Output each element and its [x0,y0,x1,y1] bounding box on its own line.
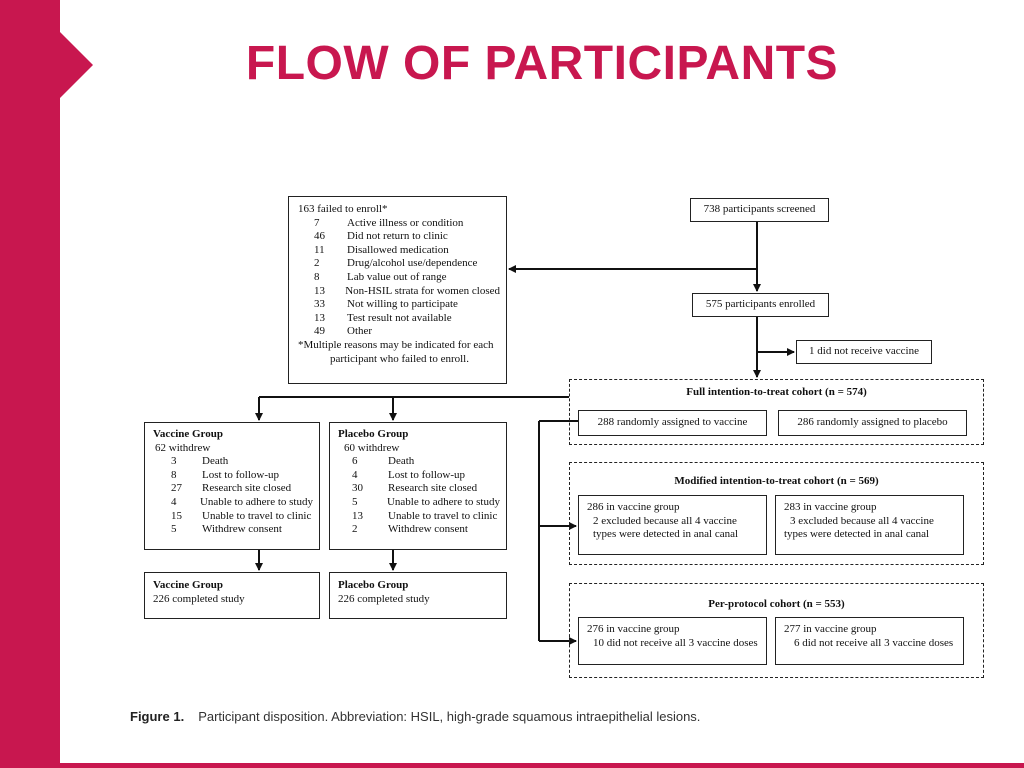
placebo-group-title: Placebo Group [338,428,409,440]
mitt-right-count: 283 in vaccine group [784,501,877,513]
vaccine-completed-title: Vaccine Group [153,579,223,591]
mitt-cohort-title: Modified intention-to-treat cohort (n = … [674,475,879,487]
accent-bottom-rule [60,763,1024,768]
pp-right-missed: 6 did not receive all 3 vaccine doses [794,636,954,649]
vaccine-completed-box: Vaccine Group 226 completed study [144,572,320,619]
figure-caption: Figure 1. Participant disposition. Abbrev… [130,709,700,724]
mitt-left-reason: types were detected in anal canal [593,528,739,541]
failed-header: 163 failed to enroll* [298,203,388,215]
itt-placebo-box: 286 randomly assigned to placebo [778,410,967,436]
vaccine-group-title: Vaccine Group [153,428,223,440]
pp-cohort-title: Per-protocol cohort (n = 553) [708,598,845,610]
accent-arrow-shape [60,32,93,98]
screened-box: 738 participants screened [690,198,829,222]
no-vaccine-box: 1 did not receive vaccine [796,340,932,364]
enrolled-box: 575 participants enrolled [692,293,829,317]
placebo-completed-title: Placebo Group [338,579,409,591]
placebo-group-withdrew: 60 withdrew [344,441,400,454]
itt-cohort-title: Full intention-to-treat cohort (n = 574) [686,386,867,398]
mitt-left-excluded: 2 excluded because all 4 vaccine [593,514,737,527]
placebo-completed-count: 226 completed study [338,592,430,605]
failed-footnote-line-1: *Multiple reasons may be indicated for e… [298,338,494,351]
mitt-right-reason: types were detected in anal canal [784,528,930,541]
itt-vaccine-box: 288 randomly assigned to vaccine [578,410,767,436]
placebo-completed-box: Placebo Group 226 completed study [329,572,507,619]
figure-label: Figure 1. [130,709,185,724]
pp-cohort-container: Per-protocol cohort (n = 553) [569,583,984,678]
vaccine-completed-count: 226 completed study [153,592,245,605]
figure-caption-text: Participant disposition. Abbreviation: H… [198,709,701,724]
failed-footnote-line-2: participant who failed to enroll. [330,352,469,365]
mitt-left-count: 286 in vaccine group [587,501,680,513]
pp-left-count: 276 in vaccine group [587,623,680,635]
itt-cohort-container: Full intention-to-treat cohort (n = 574) [569,379,984,445]
pp-left-missed: 10 did not receive all 3 vaccine doses [593,636,758,649]
pp-left-box: 276 in vaccine group 10 did not receive … [578,617,767,665]
mitt-right-excluded: 3 excluded because all 4 vaccine [790,514,934,527]
pp-right-box: 277 in vaccine group 6 did not receive a… [775,617,964,665]
mitt-left-box: 286 in vaccine group 2 excluded because … [578,495,767,555]
mitt-cohort-container: Modified intention-to-treat cohort (n = … [569,462,984,565]
mitt-right-box: 283 in vaccine group 3 excluded because … [775,495,964,555]
vaccine-group-withdrew: 62 withdrew [155,441,211,454]
accent-sidebar [0,0,60,768]
slide-title: FLOW OF PARTICIPANTS [245,37,839,90]
pp-right-count: 277 in vaccine group [784,623,877,635]
